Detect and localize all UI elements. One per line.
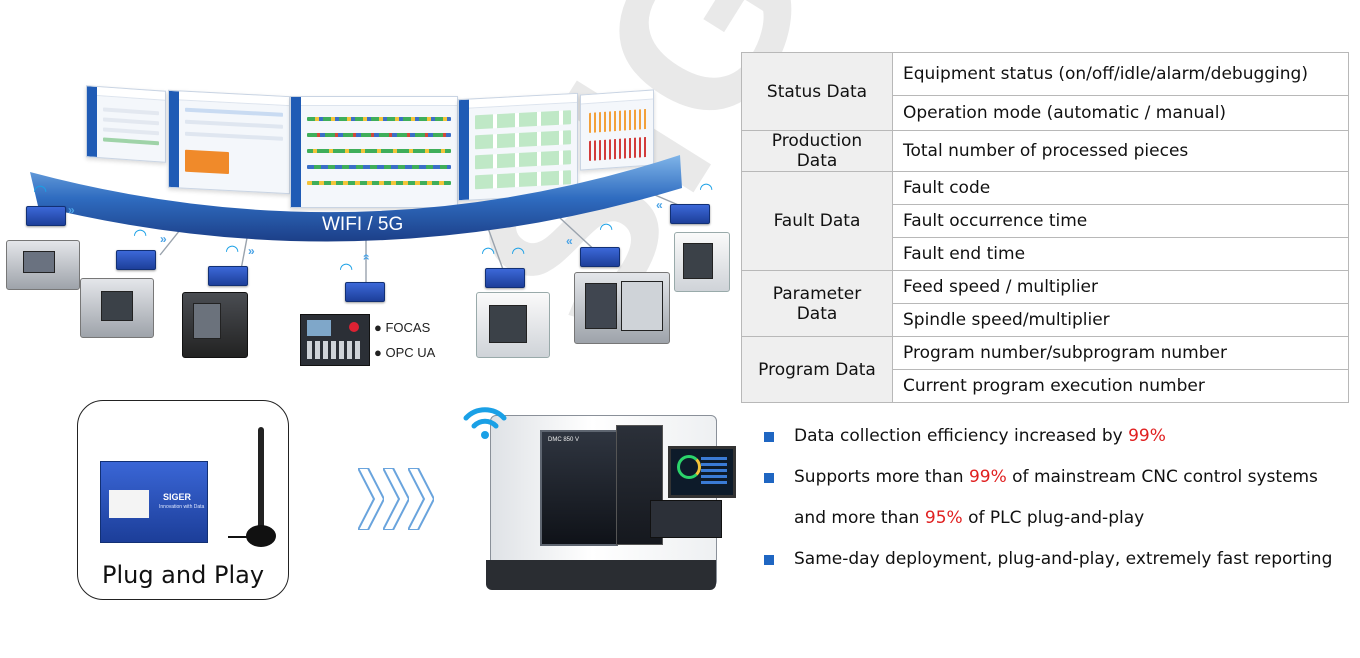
wifi-icon: ◠ xyxy=(482,245,495,262)
wifi-icon: ◠ xyxy=(512,245,525,262)
uplink-arrows-icon: » xyxy=(358,253,373,261)
machine-door-window xyxy=(540,430,618,546)
cnc-machine-lathe xyxy=(6,240,80,290)
protocol-opc-ua: ● OPC UA xyxy=(374,345,436,360)
category-parameter-data: Parameter Data xyxy=(741,270,893,337)
table-cell: Current program execution number xyxy=(892,369,1349,403)
table-row: Spindle speed/multiplier xyxy=(742,303,1349,337)
table-cell: Program number/subprogram number xyxy=(892,336,1349,370)
chevron-right-icon xyxy=(358,468,384,530)
wifi-icon xyxy=(463,407,507,439)
plug-and-play-title: Plug and Play xyxy=(101,561,265,589)
category-production-data: Production Data xyxy=(741,130,893,172)
wifi-icon: ◠ xyxy=(600,221,613,238)
wifi-icon: ◠ xyxy=(134,227,147,244)
machine-control-panel xyxy=(650,500,722,538)
table-row: Fault end time xyxy=(742,237,1349,271)
machine-base xyxy=(486,560,716,590)
cnc-machine-gantry xyxy=(80,278,154,338)
gateway-device-icon xyxy=(580,247,620,267)
machine-model-label: DMC 850 V xyxy=(548,437,580,443)
table-cell: Equipment status (on/off/idle/alarm/debu… xyxy=(892,52,1349,96)
table-cell: Fault occurrence time xyxy=(892,204,1349,238)
table-cell: Fault end time xyxy=(892,237,1349,271)
uplink-arrows-icon: » xyxy=(248,244,255,258)
cnc-machine-5axis xyxy=(674,232,730,292)
bullet-square-icon xyxy=(764,555,774,565)
table-row: Program Data Program number/subprogram n… xyxy=(741,336,1349,403)
table-cell: Operation mode (automatic / manual) xyxy=(892,95,1349,131)
table-cell: Spindle speed/multiplier xyxy=(892,303,1349,337)
table-cell: Total number of processed pieces xyxy=(892,130,1349,172)
table-cell: Feed speed / multiplier xyxy=(892,270,1349,304)
machine-dashboard-screen xyxy=(668,446,736,498)
table-row: Fault occurrence time xyxy=(742,204,1349,238)
bullet-square-icon xyxy=(764,432,774,442)
table-row: Current program execution number xyxy=(742,369,1349,403)
uplink-arrows-icon: » xyxy=(160,232,167,246)
antenna-base xyxy=(246,525,276,547)
table-row: Fault Data Fault code xyxy=(741,171,1349,271)
protocol-focas: ● FOCAS xyxy=(374,320,431,335)
gateway-device-icon xyxy=(26,206,66,226)
gateway-device-icon xyxy=(345,282,385,302)
wifi-icon: ◠ xyxy=(226,243,239,260)
device-brand: SIGER xyxy=(163,492,192,502)
table-row: Status Data Equipment status (on/off/idl… xyxy=(741,52,1349,131)
table-cell: Fault code xyxy=(892,171,1349,205)
wifi-5g-label: WIFI / 5G xyxy=(322,214,404,235)
category-status-data: Status Data xyxy=(741,52,893,131)
uplink-arrows-icon: « xyxy=(566,234,573,248)
gateway-device-icon xyxy=(116,250,156,270)
wifi-icon: ◠ xyxy=(700,181,713,198)
cnc-control-panel xyxy=(300,314,370,366)
cnc-machine-vertical xyxy=(182,292,248,358)
chevron-right-icon xyxy=(383,468,409,530)
uplink-arrows-icon: « xyxy=(656,198,663,212)
category-fault-data: Fault Data xyxy=(741,171,893,271)
machine-side-window xyxy=(616,425,663,545)
chevron-right-icon xyxy=(408,468,434,530)
table-row: Production Data Total number of processe… xyxy=(741,130,1349,172)
table-row: Operation mode (automatic / manual) xyxy=(742,95,1349,131)
table-row: Parameter Data Feed speed / multiplier xyxy=(741,270,1349,337)
plug-and-play-card: SIGER Innovation with Data Plug and Play xyxy=(77,400,289,600)
cnc-machine-vertical-white xyxy=(476,292,550,358)
gateway-device-image: SIGER Innovation with Data xyxy=(100,461,208,543)
wifi-icon: ◠ xyxy=(34,183,47,200)
wifi-5g-band xyxy=(30,155,682,242)
bullet-square-icon xyxy=(764,473,774,483)
uplink-arrows-icon: » xyxy=(68,203,75,217)
data-collection-table: Status Data Equipment status (on/off/idl… xyxy=(741,52,1349,403)
wifi-icon: ◠ xyxy=(340,261,353,278)
gateway-device-icon xyxy=(670,204,710,224)
gateway-device-icon xyxy=(485,268,525,288)
device-tagline: Innovation with Data xyxy=(159,504,205,510)
category-program-data: Program Data xyxy=(741,336,893,403)
dashboard-screen-3 xyxy=(290,96,458,208)
antenna-icon xyxy=(258,427,264,545)
gateway-device-icon xyxy=(208,266,248,286)
cnc-machine-horizontal xyxy=(574,272,670,344)
